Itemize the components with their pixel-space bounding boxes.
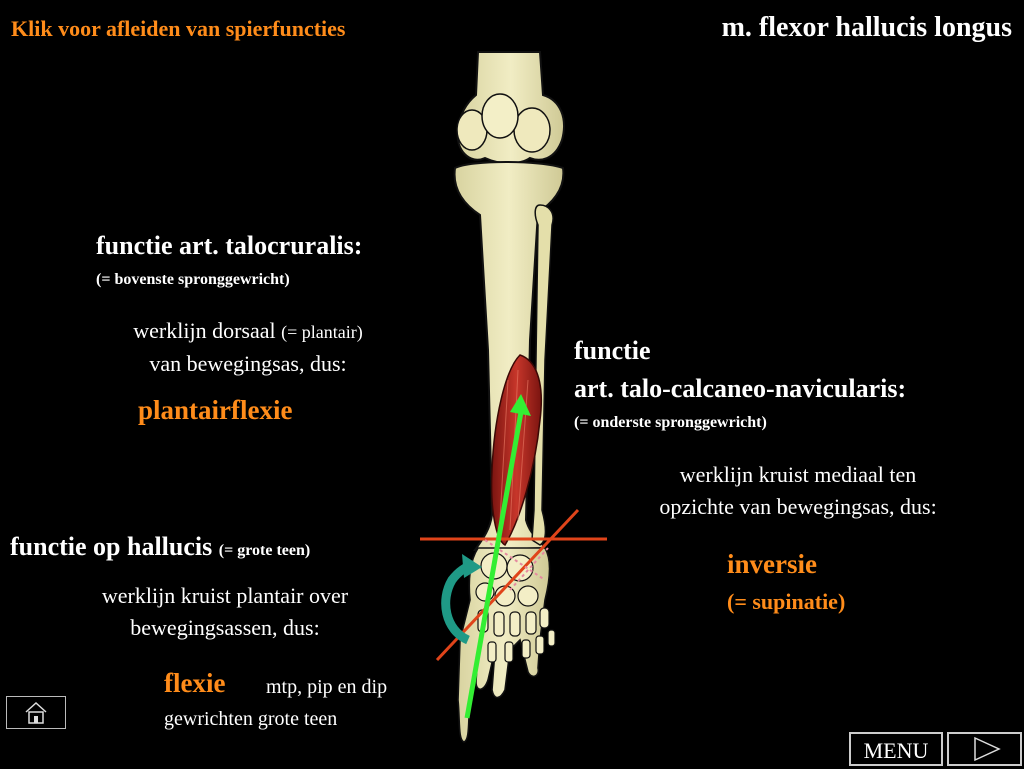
menu-button[interactable]: MENU: [849, 732, 943, 766]
hallucis-detail-line2: gewrichten grote teen: [164, 708, 337, 731]
talocalcaneo-heading-line2: art. talo-calcaneo-navicularis:: [574, 374, 906, 404]
talocalcaneo-heading-line1: functie: [574, 336, 651, 366]
hallucis-result: flexie: [164, 668, 225, 699]
talocalcaneo-line2: opzichte van bewegingsas, dus:: [608, 491, 988, 523]
talocruralis-line2: van bewegingsas, dus:: [88, 348, 408, 380]
hallucis-heading-row: functie op hallucis (= grote teen): [10, 532, 310, 562]
hallucis-heading-note: (= grote teen): [219, 542, 310, 559]
home-button[interactable]: [6, 696, 66, 729]
talocruralis-result: plantairflexie: [138, 395, 292, 426]
talocruralis-heading: functie art. talocruralis:: [96, 231, 362, 261]
talocalcaneo-result-note: (= supinatie): [727, 589, 845, 615]
talocruralis-explanation: werklijn dorsaal (= plantair) van bewegi…: [88, 315, 408, 380]
derive-functions-link[interactable]: Klik voor afleiden van spierfuncties: [11, 16, 346, 42]
talocruralis-subheading: (= bovenste spronggewricht): [96, 271, 290, 289]
talocruralis-line1: werklijn dorsaal: [133, 318, 281, 343]
talocruralis-line1-note: (= plantair): [281, 322, 363, 342]
hallucis-explanation: werklijn kruist plantair over bewegingsa…: [50, 580, 400, 644]
hallucis-heading: functie op hallucis: [10, 532, 219, 561]
hallucis-line1: werklijn kruist plantair over: [50, 580, 400, 612]
talocalcaneo-line1: werklijn kruist mediaal ten: [608, 459, 988, 491]
page-title: m. flexor hallucis longus: [722, 12, 1012, 44]
hallucis-line2: bewegingsassen, dus:: [50, 612, 400, 644]
hallucis-detail-line1: mtp, pip en dip: [266, 676, 387, 699]
play-triangle-icon: [949, 734, 1020, 764]
home-icon: [7, 697, 65, 728]
next-button[interactable]: [947, 732, 1022, 766]
talocalcaneo-subheading: (= onderste spronggewricht): [574, 414, 767, 432]
talocalcaneo-result: inversie: [727, 549, 817, 580]
talocalcaneo-explanation: werklijn kruist mediaal ten opzichte van…: [608, 459, 988, 523]
